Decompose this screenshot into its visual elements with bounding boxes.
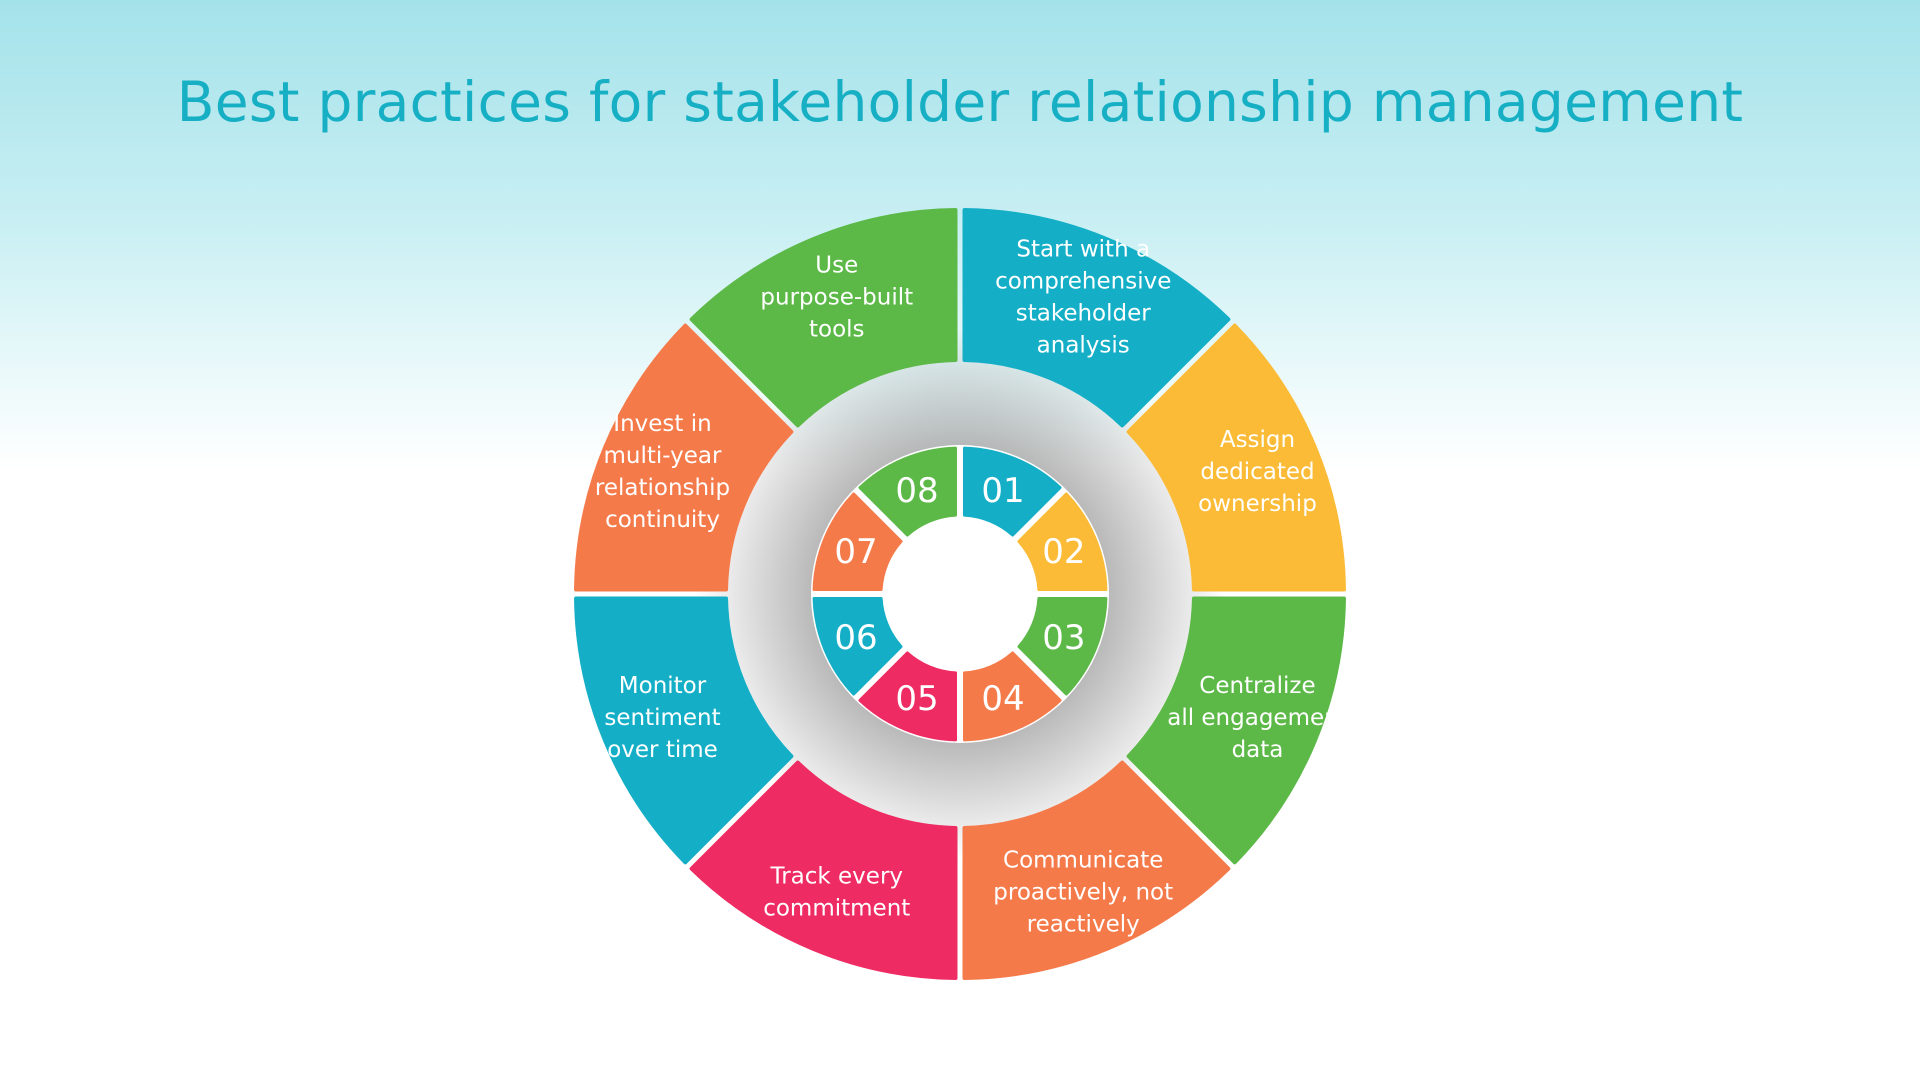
segment-07-label-line: Invest in bbox=[613, 411, 711, 437]
segment-08-number: 08 bbox=[895, 471, 938, 511]
segment-06 bbox=[574, 596, 794, 865]
segment-03-number-tile bbox=[1017, 597, 1108, 696]
segment-03-number: 03 bbox=[1042, 618, 1085, 658]
segment-02-number-tile bbox=[1017, 492, 1108, 591]
segment-08-label-line: tools bbox=[809, 317, 865, 343]
segment-04 bbox=[962, 760, 1231, 980]
segment-08-label-line: purpose-built bbox=[760, 285, 913, 311]
segment-05 bbox=[689, 760, 958, 980]
segment-07 bbox=[574, 323, 794, 592]
segment-01-label-line: stakeholder bbox=[1016, 301, 1152, 327]
segment-05-number-tile bbox=[858, 651, 957, 742]
segment-01-label-line: comprehensive bbox=[995, 269, 1171, 295]
segment-08-label-line: Use bbox=[815, 253, 858, 279]
page-title: Best practices for stakeholder relations… bbox=[176, 70, 1744, 134]
segment-06-number-tile bbox=[812, 597, 903, 696]
segment-07-number: 07 bbox=[834, 532, 877, 572]
segment-05-label-line: Track every bbox=[770, 863, 903, 889]
segment-04-label-line: Communicate bbox=[1003, 847, 1163, 873]
segment-01-label-line: analysis bbox=[1037, 333, 1130, 359]
segment-07-label-line: continuity bbox=[605, 507, 720, 533]
segment-02-label-line: ownership bbox=[1198, 491, 1317, 517]
segment-04-number-tile bbox=[963, 651, 1062, 742]
segment-02 bbox=[1126, 323, 1346, 592]
segment-04-number: 04 bbox=[981, 679, 1024, 719]
segment-06-label-line: over time bbox=[607, 737, 718, 763]
wheel-center-hole bbox=[885, 519, 1035, 669]
segment-01-number: 01 bbox=[981, 471, 1024, 511]
segment-04-label-line: reactively bbox=[1027, 911, 1140, 937]
segment-07-label-line: multi-year bbox=[604, 443, 723, 469]
segment-01 bbox=[962, 208, 1231, 428]
segment-03-label-line: all engagement bbox=[1167, 705, 1348, 731]
segment-06-label-line: Monitor bbox=[619, 673, 707, 699]
segment-05-label-line: commitment bbox=[763, 895, 910, 921]
segment-08 bbox=[689, 208, 958, 428]
segment-05-number: 05 bbox=[895, 679, 938, 719]
segment-07-number-tile bbox=[812, 492, 903, 591]
segment-03-label-line: Centralize bbox=[1199, 673, 1315, 699]
segment-01-label-line: Start with a bbox=[1016, 237, 1150, 263]
segment-06-label-line: sentiment bbox=[604, 705, 720, 731]
segment-03 bbox=[1126, 596, 1346, 865]
segment-08-number-tile bbox=[858, 446, 957, 537]
segment-02-number: 02 bbox=[1042, 532, 1085, 572]
segment-04-label-line: proactively, not bbox=[993, 879, 1173, 905]
segment-07-label-line: relationship bbox=[595, 475, 730, 501]
segment-02-label-line: dedicated bbox=[1200, 459, 1314, 485]
segment-02-label-line: Assign bbox=[1220, 427, 1295, 453]
segment-01-number-tile bbox=[963, 446, 1062, 537]
segment-03-label-line: data bbox=[1232, 737, 1284, 763]
segment-06-number: 06 bbox=[834, 618, 877, 658]
